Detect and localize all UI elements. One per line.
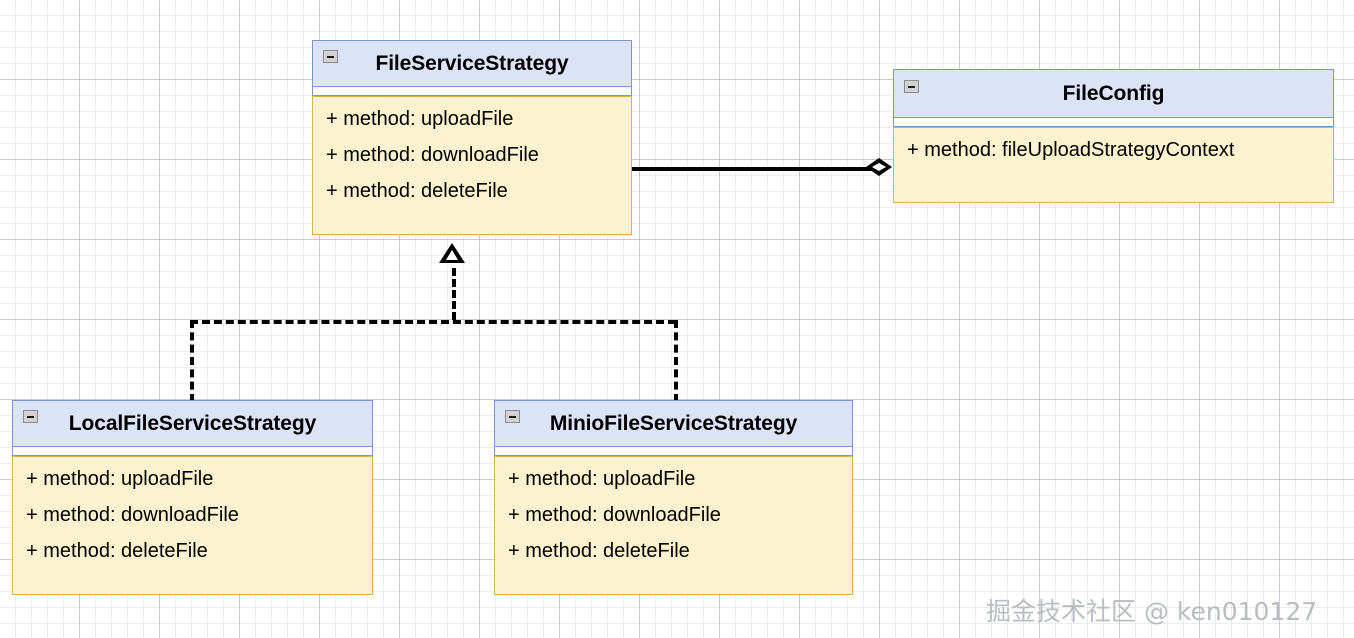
minus-box-icon[interactable]: [323, 50, 338, 63]
watermark-text: 掘金技术社区 @ ken010127: [986, 597, 1318, 626]
class-title: MinioFileServiceStrategy: [549, 411, 798, 435]
minus-box-icon[interactable]: [23, 410, 38, 423]
class-header-file-config: FileConfig: [893, 69, 1334, 118]
realization-line-local-drop: [190, 320, 194, 402]
class-header-file-service-strategy: FileServiceStrategy: [312, 40, 632, 87]
class-body-minio-file-service-strategy: + method: uploadFile + method: downloadF…: [494, 456, 853, 595]
class-box-file-service-strategy[interactable]: FileServiceStrategy + method: uploadFile…: [312, 40, 632, 235]
minus-box-icon[interactable]: [505, 410, 520, 423]
realization-line-minio-drop: [674, 320, 678, 402]
class-attribute-strip: [12, 447, 373, 456]
class-box-local-file-service-strategy[interactable]: LocalFileServiceStrategy + method: uploa…: [12, 400, 373, 595]
aggregation-diamond-icon: [866, 158, 892, 176]
class-box-minio-file-service-strategy[interactable]: MinioFileServiceStrategy + method: uploa…: [494, 400, 853, 595]
class-attribute-strip: [494, 447, 853, 456]
class-body-file-config: + method: fileUploadStrategyContext: [893, 127, 1334, 203]
class-attribute-strip: [312, 87, 632, 96]
class-member-row: + method: uploadFile: [26, 468, 214, 490]
class-header-local-file-service-strategy: LocalFileServiceStrategy: [12, 400, 373, 447]
class-title: FileServiceStrategy: [375, 51, 569, 75]
aggregation-line-strategy-to-config: [632, 167, 882, 171]
class-member-row: + method: uploadFile: [326, 108, 514, 130]
class-member-row: + method: downloadFile: [326, 144, 539, 166]
class-body-local-file-service-strategy: + method: uploadFile + method: downloadF…: [12, 456, 373, 595]
class-header-minio-file-service-strategy: MinioFileServiceStrategy: [494, 400, 853, 447]
class-member-row: + method: deleteFile: [26, 540, 208, 562]
class-member-row: + method: uploadFile: [508, 468, 696, 490]
class-member-row: + method: downloadFile: [26, 504, 239, 526]
class-member-row: + method: downloadFile: [508, 504, 721, 526]
class-attribute-strip: [893, 118, 1334, 127]
realization-triangle-arrow-icon: [439, 243, 465, 263]
class-title: LocalFileServiceStrategy: [68, 411, 317, 435]
minus-box-icon[interactable]: [904, 80, 919, 93]
realization-line-crossbar: [190, 320, 676, 324]
class-box-file-config[interactable]: FileConfig + method: fileUploadStrategyC…: [893, 69, 1334, 203]
class-member-row: + method: deleteFile: [326, 180, 508, 202]
class-member-row: + method: fileUploadStrategyContext: [907, 139, 1235, 161]
realization-line-stem: [452, 268, 456, 320]
class-body-file-service-strategy: + method: uploadFile + method: downloadF…: [312, 96, 632, 235]
class-member-row: + method: deleteFile: [508, 540, 690, 562]
class-title: FileConfig: [1062, 81, 1165, 105]
